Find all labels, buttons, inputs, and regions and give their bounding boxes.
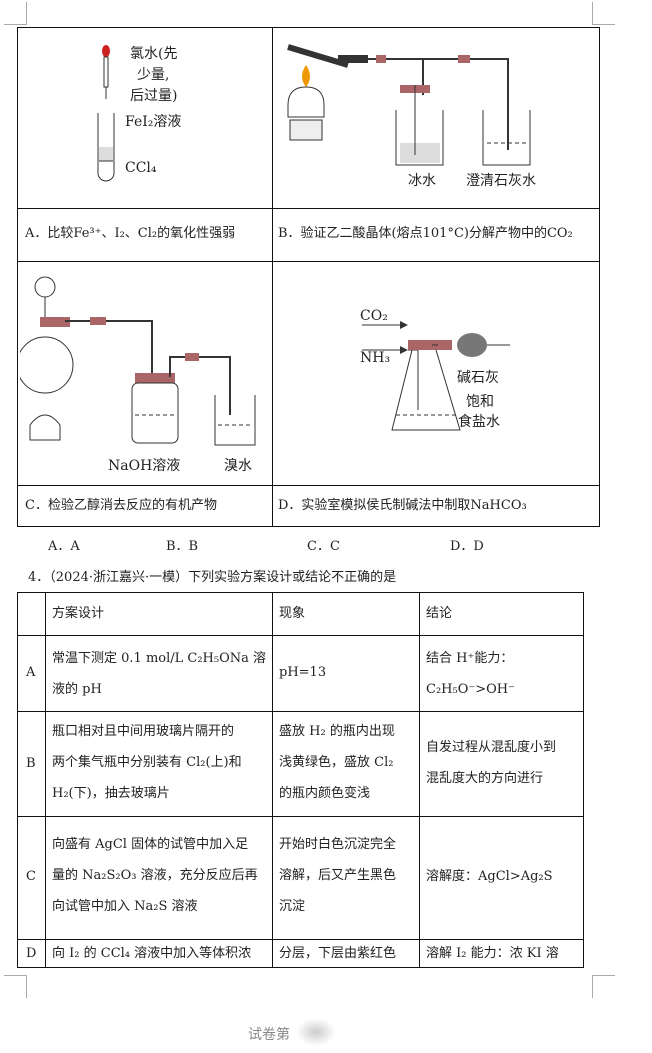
label-fei2: FeI₂溶液 — [125, 114, 182, 130]
label-saturated: 饱和 — [466, 394, 494, 410]
row-d-design: 向 I₂ 的 CCl₄ 溶液中加入等体积浓 — [52, 946, 252, 961]
ethanol-elimination-figure — [20, 276, 256, 446]
page-corner-mark-top-right — [592, 2, 615, 25]
row-b-conclusion: 自发过程从混乱度小到混乱度大的方向进行 — [426, 740, 557, 786]
label-chlorine-water-2: 少量, — [137, 67, 170, 83]
header-design: 方案设计 — [52, 606, 105, 621]
option-c[interactable]: C．C — [307, 539, 340, 554]
label-brine: 食盐水 — [458, 414, 500, 430]
label-naoh: NaOH溶液 — [108, 458, 181, 474]
row-d-phenomenon: 分层，下层由紫红色 — [279, 946, 397, 961]
question-4: 4．（2024·浙江嘉兴·一模）下列实验方案设计或结论不正确的是 — [28, 570, 397, 585]
label-soda-lime: 碱石灰 — [457, 370, 499, 386]
caption-a: A．比较Fe³⁺、I₂、Cl₂的氧化性强弱 — [25, 226, 236, 241]
row-c-design: 向盛有 AgCl 固体的试管中加入足量的 Na₂S₂O₃ 溶液，充分反应后再向试… — [52, 837, 258, 914]
label-ccl4: CCl₄ — [125, 160, 157, 176]
header-conclusion: 结论 — [426, 606, 453, 621]
option-b[interactable]: B．B — [166, 539, 199, 554]
oxalic-acid-decomposition-figure — [287, 44, 531, 166]
page-corner-mark-top-left — [4, 2, 27, 25]
page-footer: 试卷第 — [248, 1027, 290, 1043]
row-a-conclusion: 结合 H⁺能力：C₂H₅O⁻>OH⁻ — [426, 651, 515, 697]
row-d-conclusion: 溶解 I₂ 能力：浓 KI 溶 — [426, 946, 559, 961]
caption-b: B．验证乙二酸晶体(熔点101°C)分解产物中的CO₂ — [278, 226, 573, 241]
label-chlorine-water: 氯水(先 — [130, 46, 178, 62]
row-c-key: C — [26, 869, 36, 884]
label-co2: CO₂ — [360, 308, 388, 324]
option-a[interactable]: A．A — [48, 539, 80, 554]
row-b-key: B — [26, 756, 36, 771]
experiment-table: 方案设计 现象 结论 A 常温下测定 0.1 mol/L C₂H₅ONa 溶液的… — [17, 592, 584, 968]
hou-process-figure — [362, 321, 510, 431]
row-c-phenomenon: 开始时白色沉淀完全溶解，后又产生黑色沉淀 — [279, 837, 397, 914]
label-limewater: 澄清石灰水 — [466, 173, 536, 189]
page-corner-mark-right — [592, 975, 615, 998]
apparatus-table — [17, 27, 600, 527]
row-a-design: 常温下测定 0.1 mol/L C₂H₅ONa 溶液的 pH — [52, 651, 267, 697]
caption-d: D．实验室模拟侯氏制碱法中制取NaHCO₃ — [278, 498, 527, 513]
row-c-conclusion: 溶解度：AgCl>Ag₂S — [426, 869, 553, 884]
label-nh3: NH₃ — [360, 350, 391, 366]
label-chlorine-water-3: 后过量) — [130, 88, 178, 104]
label-ice-water: 冰水 — [408, 173, 436, 189]
option-d[interactable]: D．D — [450, 539, 484, 554]
row-d-key: D — [26, 946, 37, 961]
row-a-key: A — [26, 665, 36, 680]
page-corner-mark-left — [4, 975, 27, 998]
label-bromine-water: 溴水 — [224, 458, 252, 474]
row-a-phenomenon: pH=13 — [279, 665, 327, 680]
footer-blur-overlay — [296, 1018, 336, 1046]
test-tube-dropper-figure — [97, 45, 115, 182]
header-phenomenon: 现象 — [279, 606, 306, 621]
caption-c: C．检验乙醇消去反应的有机产物 — [25, 498, 217, 513]
